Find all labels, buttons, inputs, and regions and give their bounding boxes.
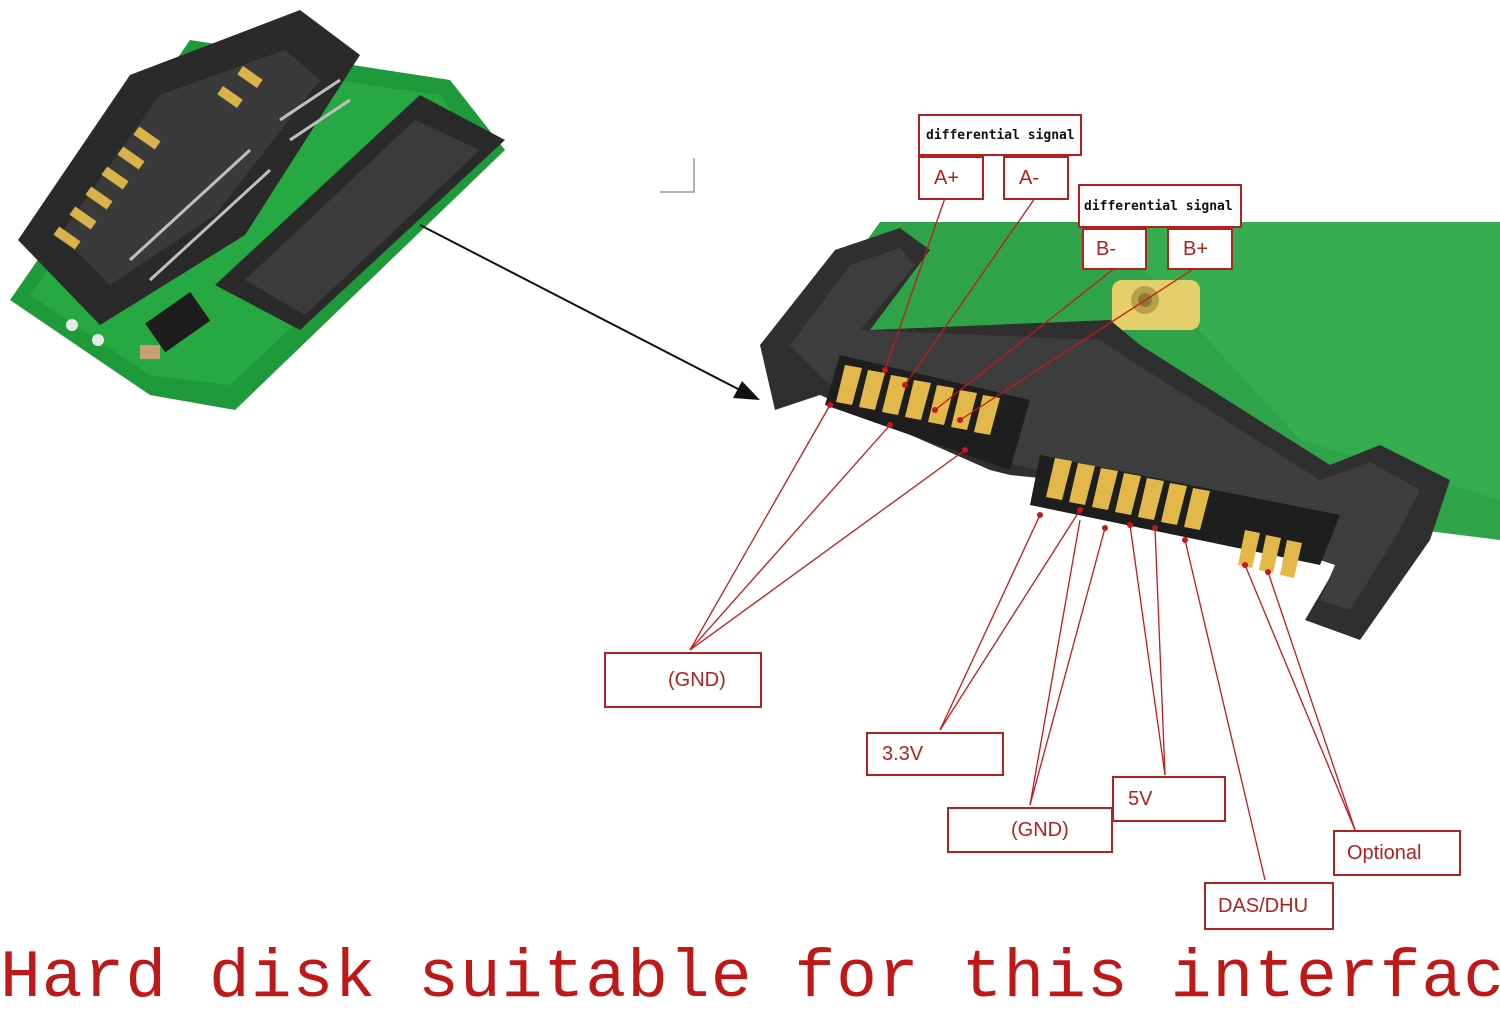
label-text: DAS/DHU [1218, 894, 1309, 917]
label-text: B- [1096, 237, 1116, 260]
label-text: (GND) [668, 668, 726, 691]
label-b-minus: B- [1082, 228, 1147, 270]
label-diff-signal-b: differential signal [1078, 184, 1242, 228]
sata-connector-closeup [760, 222, 1500, 640]
leader-lines [689, 197, 1356, 881]
label-b-plus: B+ [1167, 228, 1233, 270]
label-text: 5V [1128, 787, 1153, 810]
label-a-plus: A+ [918, 156, 984, 200]
label-text: B+ [1183, 237, 1209, 260]
label-gnd-right: (GND) [947, 807, 1113, 853]
arrow-to-detail [419, 224, 760, 400]
corner-mark [660, 158, 695, 193]
label-text: (GND) [1011, 818, 1069, 841]
label-text: differential signal [926, 127, 1075, 143]
label-das-dhu: DAS/DHU [1204, 882, 1334, 930]
label-a-minus: A- [1003, 156, 1069, 200]
label-text: A- [1019, 166, 1039, 189]
label-optional: Optional [1333, 830, 1461, 876]
adapter-board-photo [10, 10, 505, 410]
label-diff-signal-a: differential signal [918, 114, 1082, 156]
contact-dots [827, 367, 1271, 575]
label-gnd-left: (GND) [604, 652, 762, 708]
label-5v: 5V [1112, 776, 1226, 822]
label-text: differential signal [1084, 198, 1233, 214]
label-text: 3.3V [882, 742, 924, 765]
caption-text: Hard disk suitable for this interface [0, 940, 1500, 1017]
label-text: A+ [934, 166, 960, 189]
label-3v3: 3.3V [866, 732, 1004, 776]
label-text: Optional [1347, 841, 1422, 864]
